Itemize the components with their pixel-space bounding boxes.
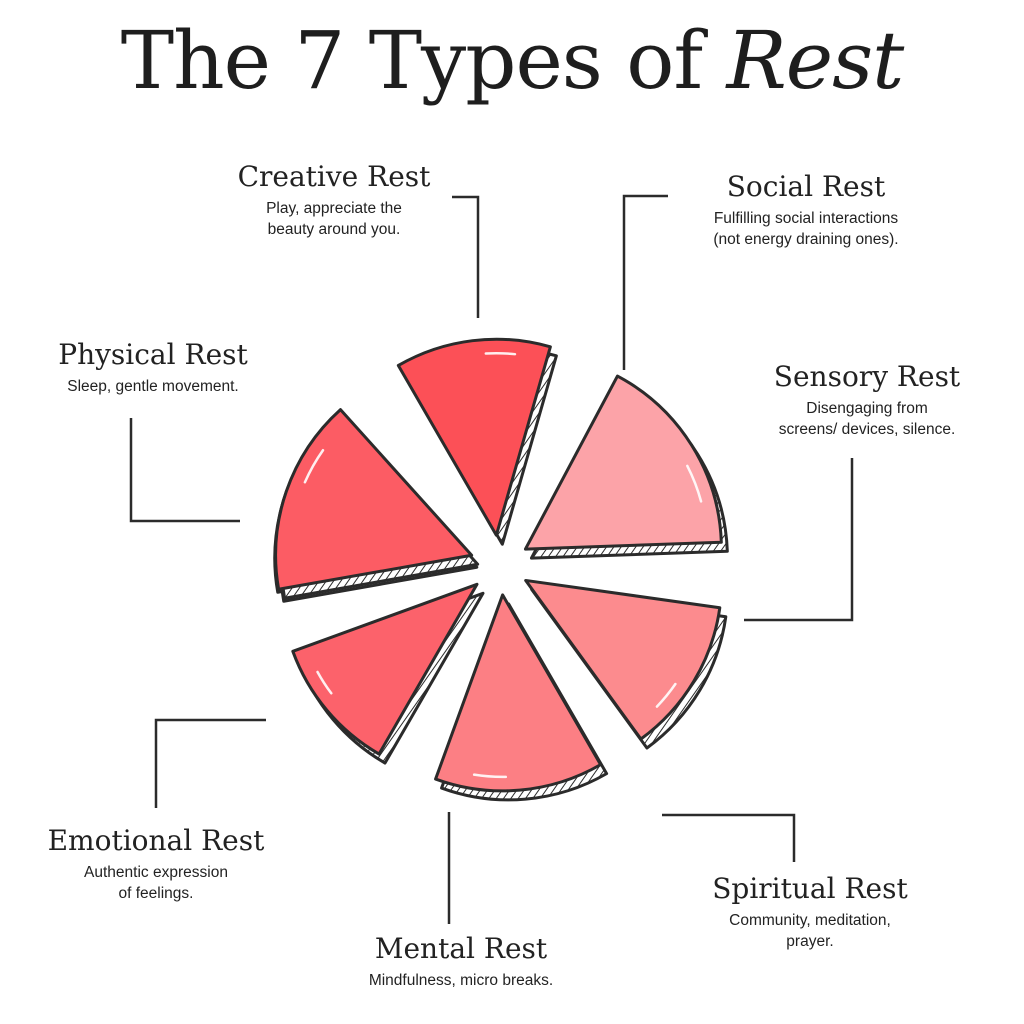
slice-physical — [274, 408, 480, 600]
creative-rest-description: Play, appreciate the beauty around you. — [234, 198, 434, 240]
physical-rest-heading: Physical Rest — [58, 338, 248, 371]
social-rest-description: Fulfilling social interactions (not ener… — [676, 208, 936, 250]
title-prefix: The 7 Types of — [120, 14, 703, 107]
description-line: prayer. — [786, 933, 834, 950]
label-creative: Creative Rest Play, appreciate the beaut… — [234, 160, 434, 240]
description-line: Authentic expression — [84, 864, 228, 881]
social-rest-heading: Social Rest — [726, 170, 886, 203]
sensory-rest-description: Disengaging from screens/ devices, silen… — [754, 398, 980, 440]
slice-face — [434, 593, 603, 793]
leader-line-creative — [452, 195, 480, 318]
description-line: Play, appreciate the — [266, 200, 402, 217]
label-spiritual: Spiritual Rest Community, meditation, pr… — [700, 872, 920, 952]
leader-line-emotional — [154, 718, 266, 808]
spiritual-rest-description: Community, meditation, prayer. — [700, 910, 920, 952]
leader-line-physical — [129, 418, 240, 523]
description-line: Community, meditation, — [729, 912, 891, 929]
slice-face — [291, 582, 479, 756]
physical-rest-description: Sleep, gentle movement. — [40, 376, 266, 397]
leader-line-spiritual — [662, 813, 796, 862]
description-line: Sleep, gentle movement. — [67, 378, 239, 395]
emotional-rest-description: Authentic expression of feelings. — [40, 862, 272, 904]
sensory-rest-heading: Sensory Rest — [773, 360, 961, 393]
slice-highlight — [316, 670, 333, 695]
slice-highlight — [484, 352, 517, 356]
leader-line-social — [622, 194, 668, 370]
emotional-rest-heading: Emotional Rest — [47, 824, 265, 857]
slice-creative — [396, 337, 558, 546]
slice-mental — [291, 582, 485, 765]
slice-face — [274, 408, 474, 591]
slice-spiritual — [434, 593, 609, 802]
slice-face — [523, 374, 723, 551]
title-emphasis: Rest — [726, 14, 905, 107]
description-line: beauty around you. — [267, 221, 401, 238]
description-line: Mindfulness, micro breaks. — [368, 972, 554, 989]
pie-slices — [273, 337, 729, 802]
label-social: Social Rest Fulfilling social interactio… — [676, 170, 936, 250]
slice-face — [396, 337, 552, 537]
leader-lines — [129, 194, 854, 924]
slice-highlight — [303, 448, 325, 484]
description-line: of feelings. — [118, 885, 194, 902]
slice-highlight — [655, 682, 677, 708]
page-title: The 7 Types of Rest — [0, 14, 1024, 107]
creative-rest-heading: Creative Rest — [237, 160, 431, 193]
slice-sensory — [524, 578, 728, 750]
description-line: Fulfilling social interactions — [713, 210, 899, 227]
label-mental: Mental Rest Mindfulness, micro breaks. — [336, 932, 586, 991]
spiritual-rest-heading: Spiritual Rest — [712, 872, 908, 905]
mental-rest-description: Mindfulness, micro breaks. — [336, 970, 586, 991]
description-line: (not energy draining ones). — [713, 231, 899, 248]
slice-face — [524, 578, 722, 741]
slice-highlight — [472, 773, 508, 779]
mental-rest-heading: Mental Rest — [374, 932, 548, 965]
leader-line-sensory — [744, 458, 854, 622]
label-physical: Physical Rest Sleep, gentle movement. — [40, 338, 266, 397]
slice-social — [523, 374, 729, 560]
description-line: Disengaging from — [806, 400, 928, 417]
label-sensory: Sensory Rest Disengaging from screens/ d… — [754, 360, 980, 440]
label-emotional: Emotional Rest Authentic expression of f… — [40, 824, 272, 904]
slice-highlight — [686, 464, 703, 503]
description-line: screens/ devices, silence. — [778, 421, 956, 438]
